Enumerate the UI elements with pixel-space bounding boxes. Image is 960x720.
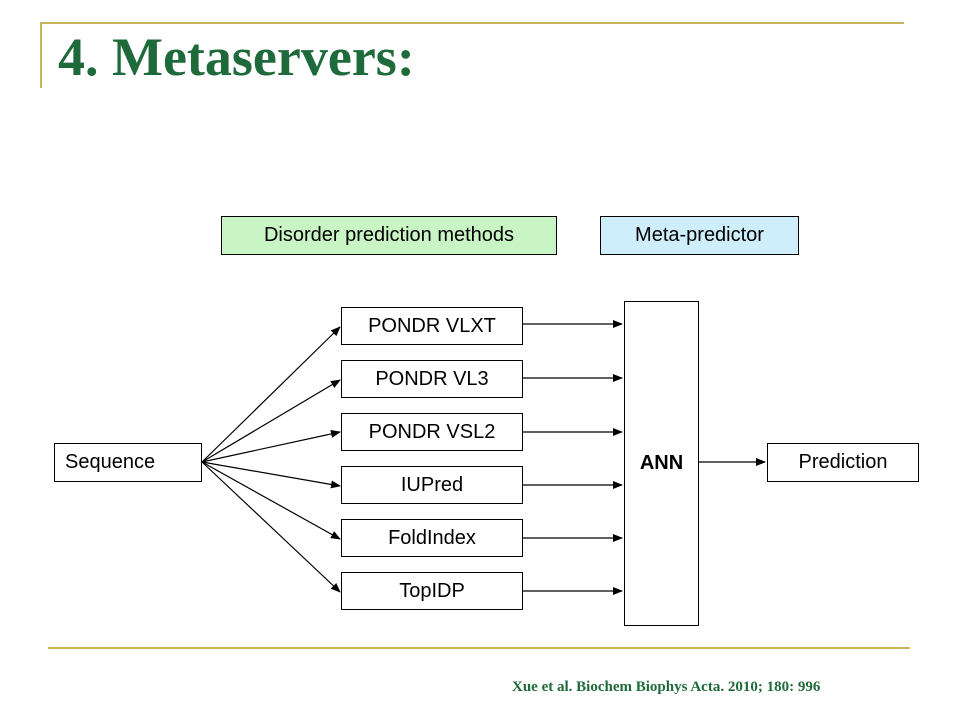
method-box-iupred: IUPred <box>341 466 523 504</box>
citation-reference: Xue et al. Biochem Biophys Acta. 2010; 1… <box>512 679 821 695</box>
arrow-sequence-to-topidp <box>201 461 341 593</box>
legend-disorder-methods: Disorder prediction methods <box>221 216 557 255</box>
method-box-pondr-vsl2: PONDR VSL2 <box>341 413 523 451</box>
slide-frame-bottom-line <box>48 647 910 649</box>
slide-frame-top-line <box>42 22 904 24</box>
arrow-sequence-to-iupred <box>201 461 341 489</box>
slide-frame-left-line <box>40 22 42 88</box>
legend-meta-predictor: Meta-predictor <box>600 216 799 255</box>
arrow-sequence-to-pondr-vlxt <box>201 326 341 463</box>
method-box-foldindex: FoldIndex <box>341 519 523 557</box>
method-box-pondr-vl3: PONDR VL3 <box>341 360 523 398</box>
arrow-sequence-to-pondr-vsl2 <box>201 430 341 463</box>
slide-title: 4. Metaservers: <box>58 27 415 87</box>
arrow-sequence-to-foldindex <box>201 461 341 540</box>
prediction-output-box: Prediction <box>767 443 919 482</box>
sequence-input-box: Sequence <box>54 443 202 482</box>
method-box-topidp: TopIDP <box>341 572 523 610</box>
method-box-pondr-vlxt: PONDR VLXT <box>341 307 523 345</box>
arrow-sequence-to-pondr-vl3 <box>201 379 341 463</box>
ann-combiner-box: ANN <box>624 301 699 626</box>
